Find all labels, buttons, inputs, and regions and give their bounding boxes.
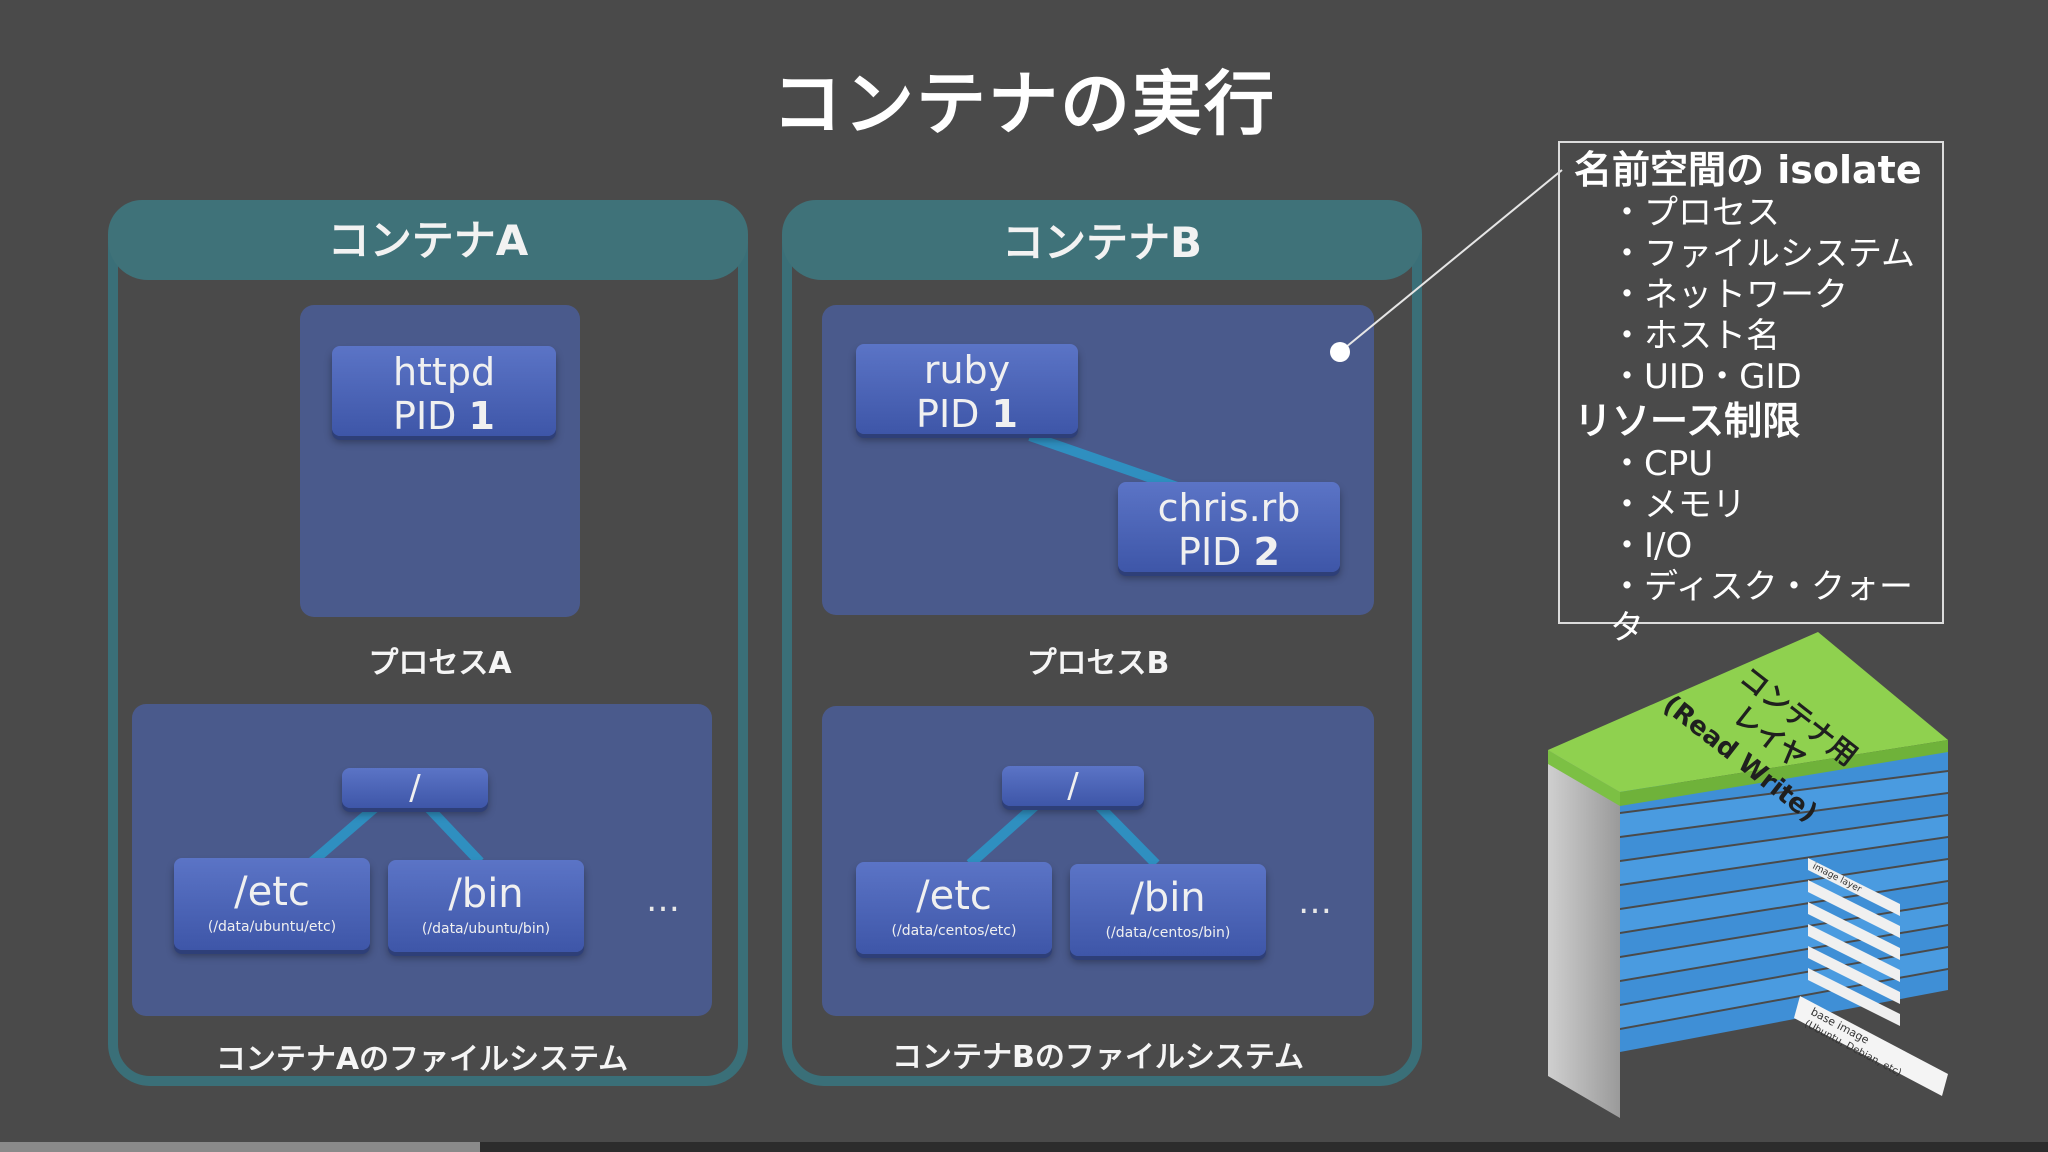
isolate-callout-box: 名前空間の isolate ・プロセス ・ファイルシステム ・ネットワーク ・ホ… <box>1558 141 1944 648</box>
fs-dir-bin: /bin (/data/centos/bin) <box>1070 864 1266 956</box>
fs-more-dots: … <box>646 880 680 920</box>
container-b-fs-label: コンテナBのファイルシステム <box>892 1040 1304 1075</box>
process-pid: PID 2 <box>1178 530 1280 574</box>
dir-path: (/data/centos/bin) <box>1105 925 1231 941</box>
process-pid: PID 1 <box>916 392 1018 436</box>
isolate-item: ・ホスト名 <box>1610 316 1780 356</box>
tree-link <box>966 801 1040 868</box>
resource-item: ・CPU <box>1610 444 1714 484</box>
dir-path: (/data/ubuntu/bin) <box>421 921 551 937</box>
dir-name: /bin <box>448 871 524 917</box>
tree-link <box>422 801 484 866</box>
fs-root-label: / <box>1067 766 1079 806</box>
container-b-process-label: プロセスB <box>1026 646 1170 681</box>
isolate-heading: 名前空間の isolate <box>1574 148 1922 192</box>
process-httpd: httpd PID 1 <box>332 346 556 438</box>
isolate-item: ・ファイルシステム <box>1610 234 1915 274</box>
isolate-item: ・ネットワーク <box>1610 275 1848 315</box>
dir-path: (/data/centos/etc) <box>891 923 1017 939</box>
fs-dir-bin: /bin (/data/ubuntu/bin) <box>388 860 584 952</box>
slide-progress-track <box>0 1142 2048 1152</box>
resource-item: ・ディスク・クォータ <box>1610 567 1913 648</box>
resource-item: ・メモリ <box>1610 485 1746 525</box>
process-name: httpd <box>392 350 496 394</box>
image-layers <box>1620 750 1948 1052</box>
parent-child-link <box>1028 431 1182 493</box>
fs-root: / <box>1002 766 1144 806</box>
container-b-fs-panel <box>822 706 1374 1016</box>
dir-name: /bin <box>1130 875 1206 921</box>
image-layer-labels <box>1794 858 1948 1096</box>
stack-side-face <box>1548 750 1620 1118</box>
fs-root-label: / <box>409 768 421 808</box>
process-chris-rb: chris.rb PID 2 <box>1118 482 1340 574</box>
slide-title: コンテナの実行 <box>772 63 1276 145</box>
process-ruby: ruby PID 1 <box>856 344 1078 436</box>
fs-more-dots: … <box>1298 882 1332 922</box>
isolate-item: ・プロセス <box>1610 193 1780 233</box>
callout-line <box>1339 169 1563 353</box>
dir-name: /etc <box>234 869 310 915</box>
isolate-item: ・UID・GID <box>1610 357 1802 397</box>
tree-link <box>1094 801 1160 868</box>
dir-name: /etc <box>916 873 992 919</box>
container-a-fs-label: コンテナAのファイルシステム <box>215 1042 629 1077</box>
process-name: chris.rb <box>1157 486 1301 530</box>
callout-dot <box>1330 342 1350 362</box>
process-name: ruby <box>923 348 1011 392</box>
dir-path: (/data/ubuntu/etc) <box>207 919 337 935</box>
resource-item: ・I/O <box>1610 526 1693 566</box>
container-rw-layer <box>1548 632 1948 806</box>
process-pid: PID 1 <box>393 394 495 438</box>
fs-root: / <box>342 768 488 808</box>
container-a-process-label: プロセスA <box>368 646 512 681</box>
container-a-header: コンテナA <box>108 200 748 280</box>
container-b-header: コンテナB <box>782 200 1422 280</box>
resource-heading: リソース制限 <box>1574 399 1801 443</box>
slide-progress-fill <box>0 1142 480 1152</box>
fs-dir-etc: /etc (/data/centos/etc) <box>856 862 1052 954</box>
tree-link <box>308 801 382 866</box>
fs-dir-etc: /etc (/data/ubuntu/etc) <box>174 858 370 950</box>
